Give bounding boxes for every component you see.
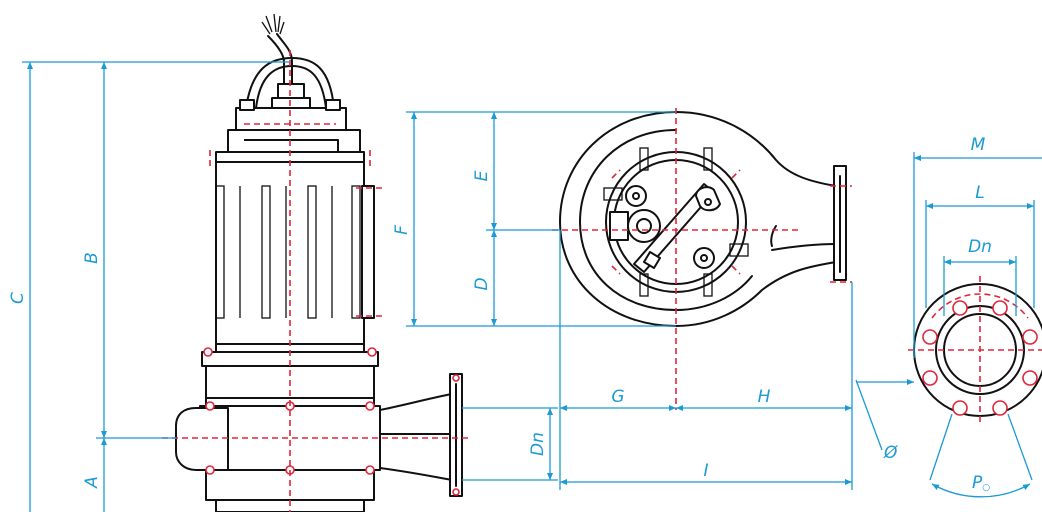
dim-label-p: P○ (972, 473, 990, 493)
top-view (552, 108, 852, 410)
dim-label-phi: Ø (883, 443, 898, 463)
dim-label-dn-side: Dn (528, 432, 548, 456)
dim-label-i: I (703, 461, 708, 481)
flange-bolt-holes (922, 300, 1038, 416)
dim-label-l: L (975, 183, 984, 203)
top-dimensions (406, 111, 853, 490)
dim-label-c: C (8, 292, 28, 304)
dim-label-m: M (971, 135, 986, 155)
dim-label-f: F (392, 225, 412, 235)
dim-label-g: G (611, 387, 624, 407)
cooling-fins (215, 185, 361, 319)
dim-label-b: B (82, 252, 102, 264)
dim-label-dn-flange: Dn (968, 237, 992, 257)
dim-label-p-sub: ○ (982, 483, 990, 493)
dim-label-h: H (758, 387, 771, 407)
dim-label-d: D (472, 277, 492, 290)
flange-dimensions (855, 152, 1042, 498)
side-dimensions (22, 61, 558, 512)
side-view (162, 13, 472, 512)
dim-label-a: A (82, 476, 102, 489)
dim-label-p-main: P (972, 473, 983, 493)
dim-label-e: E (472, 170, 492, 181)
flange-view (908, 276, 1042, 426)
